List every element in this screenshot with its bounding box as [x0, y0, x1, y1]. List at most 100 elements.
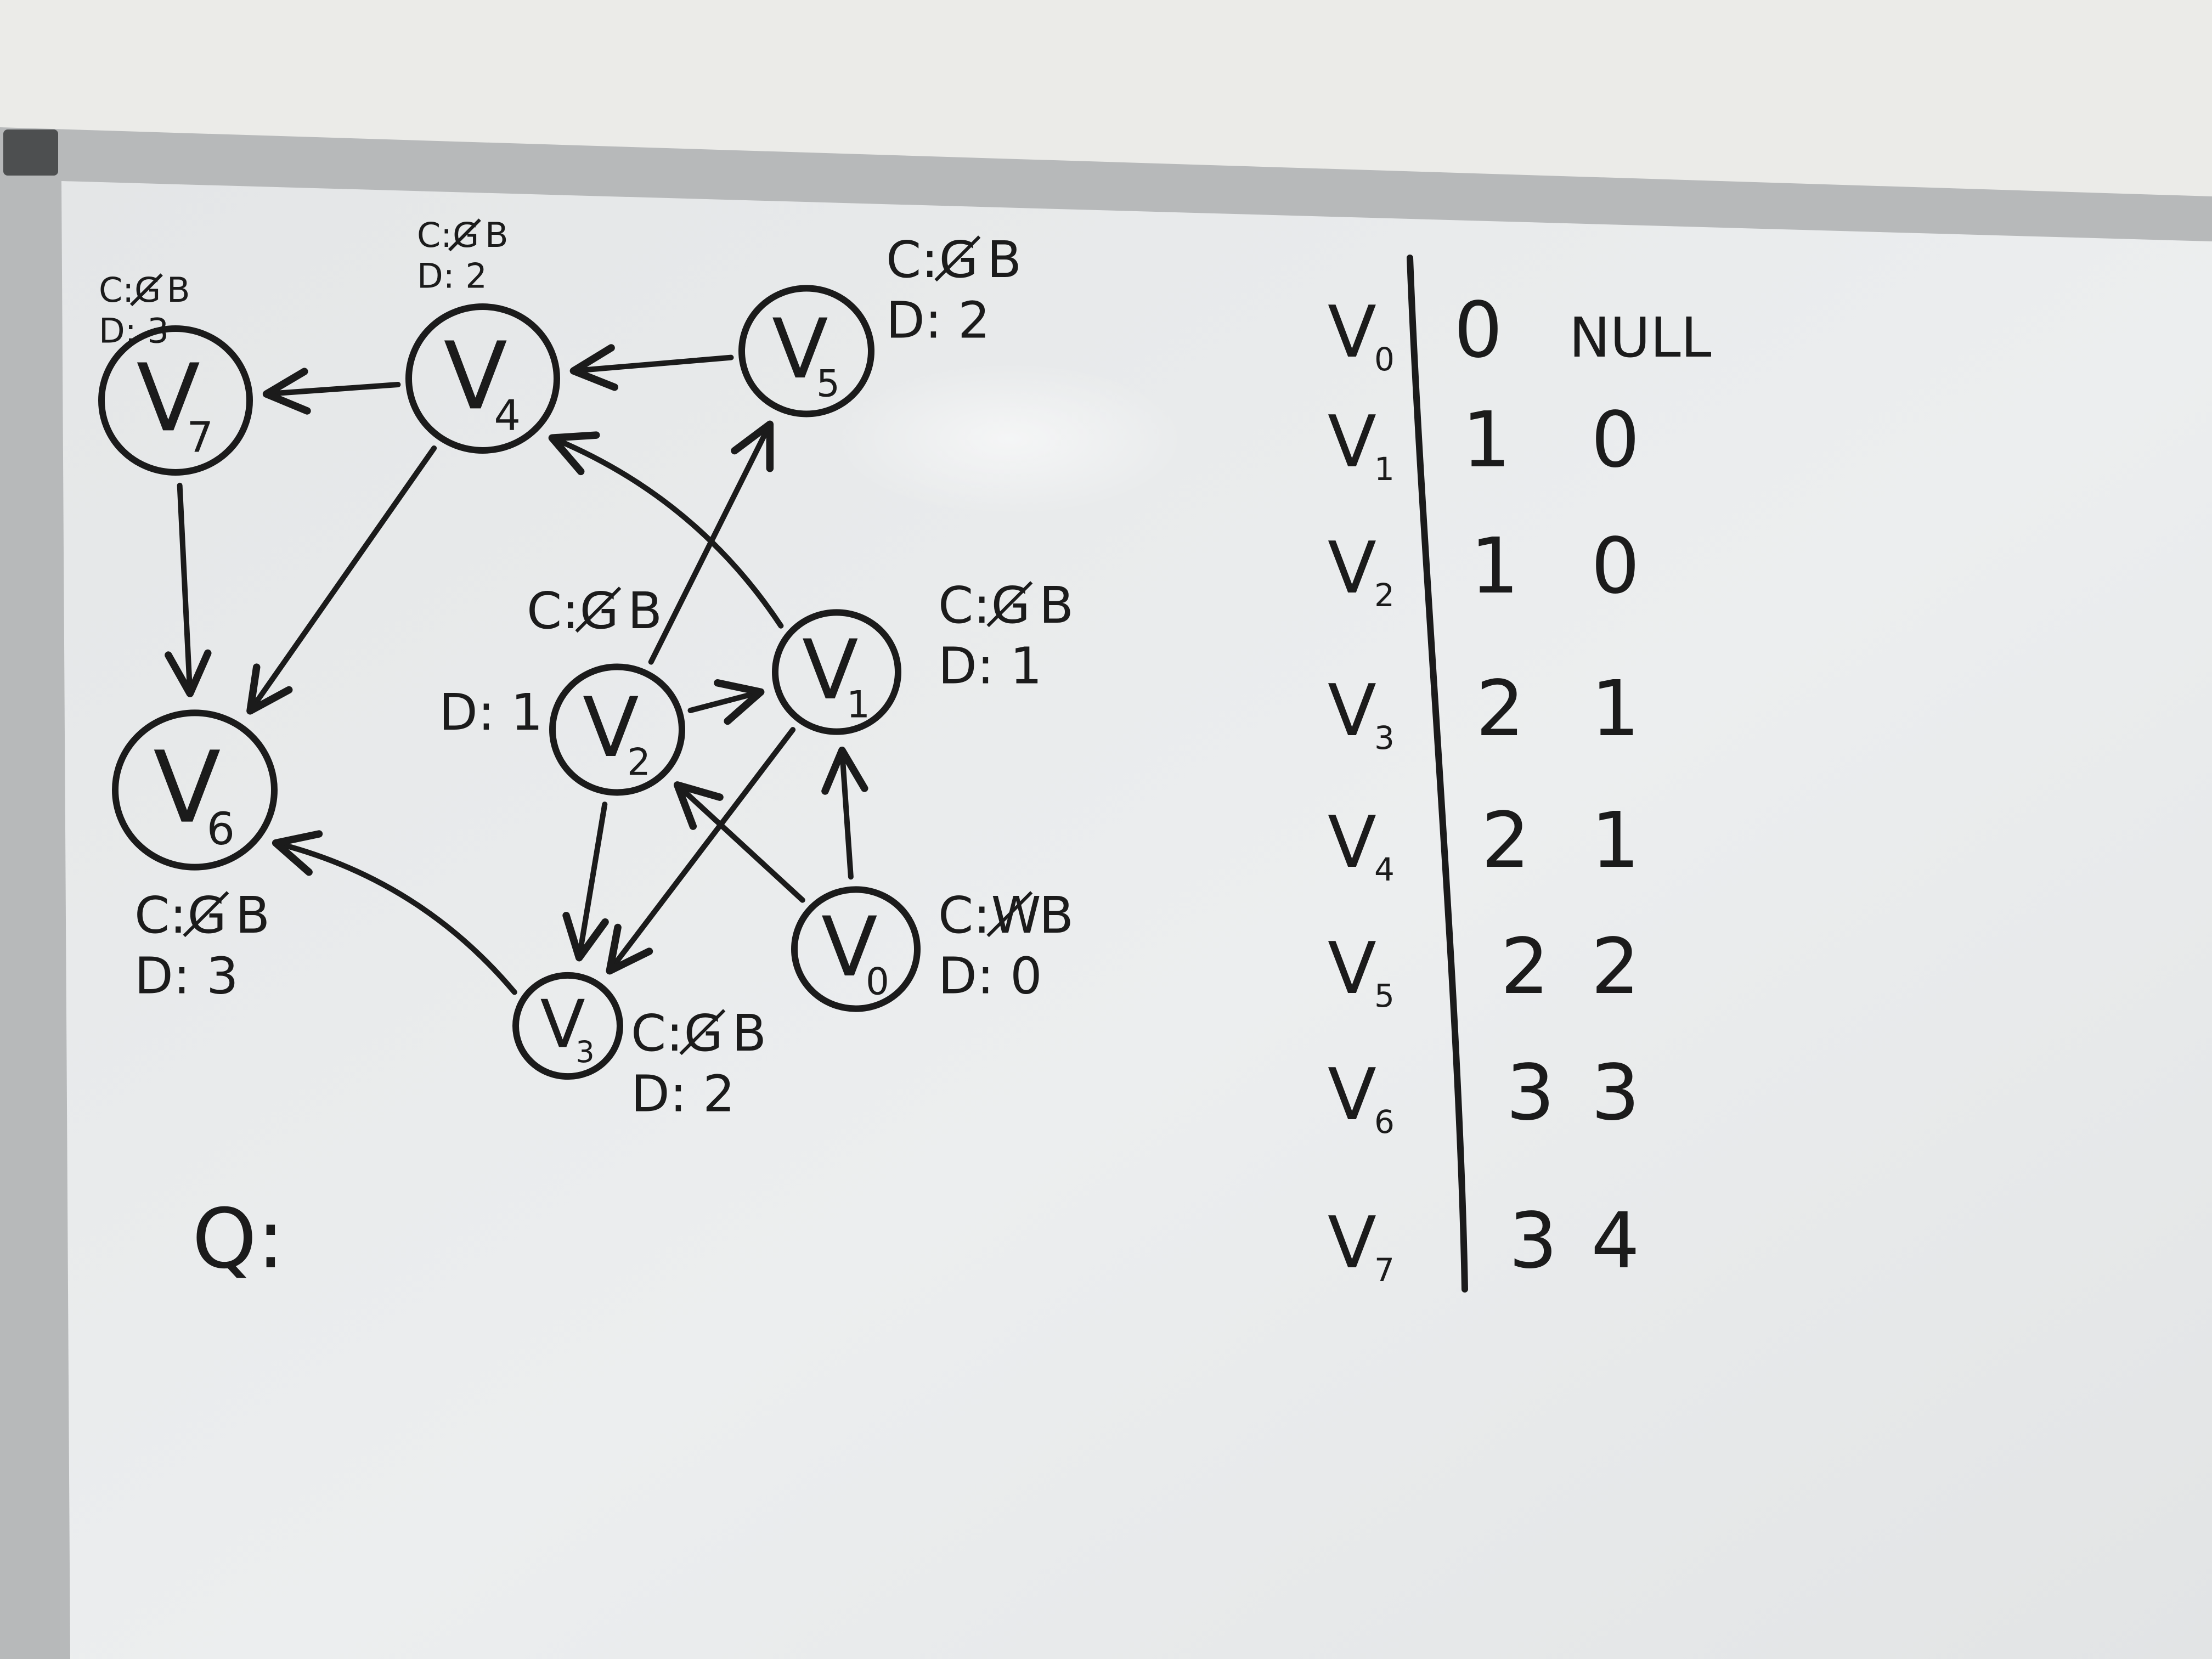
table-vertex: V	[1328, 800, 1376, 884]
table-vertex: V	[1328, 400, 1376, 483]
strike-through	[934, 235, 981, 282]
color-current: B	[987, 230, 1022, 289]
edge-v2-v5	[648, 420, 774, 665]
table-distance: 2	[1500, 922, 1549, 1012]
node-circle	[405, 303, 560, 454]
edge-v0-v1	[821, 746, 868, 880]
frame-corner-cap	[3, 129, 58, 176]
node-name: V	[772, 302, 828, 397]
table-vertex-subscript: 6	[1374, 1103, 1395, 1141]
node-v1: V1	[772, 609, 901, 735]
node-circle	[112, 709, 278, 871]
table-distance: 1	[1462, 396, 1511, 485]
table-vertex: V	[1328, 1053, 1376, 1136]
color-current: B	[732, 1004, 766, 1063]
edge-v1-v3	[606, 727, 796, 975]
table-vertex-subscript: 0	[1374, 341, 1395, 378]
color-current: B	[1039, 886, 1074, 945]
node-name: V	[444, 322, 507, 431]
strike-through	[183, 891, 229, 938]
color-current: B	[167, 270, 190, 310]
table-vertex-subscript: 4	[1374, 851, 1395, 888]
node-v2: V2	[549, 663, 685, 796]
node-subscript: 6	[207, 804, 235, 855]
strike-through	[129, 273, 163, 307]
node-name: V	[821, 900, 878, 995]
edge-v0-v2	[673, 781, 805, 903]
node-label-v1: C:GBD: 1	[938, 576, 1074, 695]
table-distance: 2	[1476, 664, 1525, 754]
strike-through	[679, 1009, 726, 1056]
node-label-v4: C:GBD: 2	[417, 215, 509, 296]
color-prefix: C:	[527, 582, 579, 640]
color-current: B	[485, 215, 509, 255]
color-prefix: C:	[417, 215, 452, 255]
node-subscript: 2	[627, 741, 651, 784]
color-prefix: C:	[938, 886, 990, 945]
table-vertex: V	[1328, 927, 1376, 1010]
table-distance: 0	[1454, 286, 1503, 375]
color-prefix: C:	[99, 270, 134, 310]
node-circle	[772, 609, 901, 735]
node-circle	[98, 325, 253, 476]
strike-through	[986, 891, 1033, 938]
node-v0: V0	[791, 886, 921, 1012]
node-name: V	[153, 731, 221, 845]
distance-label: D: 2	[417, 256, 487, 296]
strike-through	[986, 581, 1033, 628]
node-subscript: 4	[494, 392, 521, 441]
light-glare	[834, 362, 1185, 516]
color-prefix: C:	[134, 886, 187, 945]
node-name: V	[137, 344, 200, 453]
edge-v3-v6	[272, 830, 517, 995]
table-parent: 0	[1591, 396, 1640, 485]
node-v4: V4	[405, 303, 560, 454]
graph-edges	[165, 344, 868, 995]
table-parent: 4	[1591, 1197, 1640, 1286]
node-label-v0: C:WBD: 0	[938, 886, 1074, 1005]
table-vertex-subscript: 2	[1374, 577, 1395, 614]
node-subscript: 1	[847, 683, 870, 726]
color-prefix: C:	[938, 576, 990, 635]
edge-v7-v6	[165, 482, 212, 697]
color-prefix: C:	[886, 230, 938, 289]
node-name: V	[583, 680, 639, 776]
edge-v2-v1	[687, 679, 765, 725]
node-labels: C:WBD: 0C:GBD: 1C:GBD: 1C:GBD: 2C:GBD: 2…	[99, 215, 1074, 1123]
node-circle	[791, 886, 921, 1012]
node-label-v5: C:GBD: 2	[886, 230, 1022, 349]
node-v5: V5	[738, 285, 874, 417]
strike-through	[575, 586, 622, 633]
distance-label: D: 2	[886, 291, 990, 349]
distance-label: D: 1	[938, 636, 1042, 695]
node-subscript: 7	[187, 414, 213, 462]
table-parent: 0	[1591, 522, 1640, 611]
color-old: W	[991, 886, 1041, 945]
table-parent: 3	[1591, 1048, 1640, 1138]
table-distance: 3	[1509, 1197, 1558, 1286]
table-vertex: V	[1328, 290, 1376, 374]
node-name: V	[540, 986, 585, 1063]
edge-v1-v4	[548, 431, 784, 629]
node-subscript: 5	[816, 362, 840, 405]
queue-label: Q:	[192, 1192, 285, 1287]
node-subscript: 0	[866, 960, 889, 1003]
distance-label: D: 0	[938, 946, 1042, 1005]
node-subscript: 3	[575, 1035, 594, 1069]
whiteboard-surface	[61, 181, 2212, 1659]
table-parent: 1	[1591, 796, 1640, 885]
node-circle	[549, 663, 685, 796]
table-parent: 2	[1591, 922, 1640, 1012]
table-distance: 3	[1506, 1048, 1555, 1138]
table-vertex: V	[1328, 526, 1376, 610]
table-vertex-subscript: 7	[1374, 1251, 1395, 1289]
